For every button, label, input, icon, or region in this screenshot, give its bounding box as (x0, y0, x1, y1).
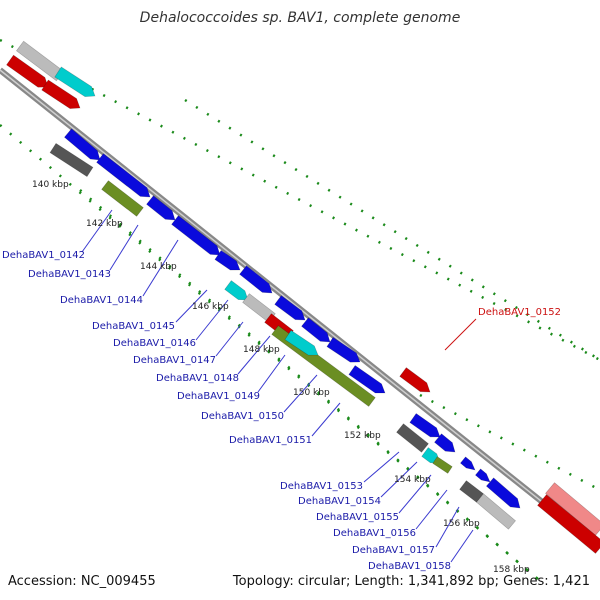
gene-feature-17 (301, 317, 331, 343)
gene-label-13[interactable]: DehaBAV1_0155 (316, 512, 399, 523)
tick-label-5: 150 kbp (293, 388, 330, 398)
backbone-highlight (0, 69, 600, 549)
gene-feature-7 (101, 180, 144, 217)
gene-feature-18 (284, 330, 319, 356)
gene-feature-29 (459, 480, 484, 503)
dotted-line-1 (0, 124, 546, 586)
tick-label-0: 140 kbp (32, 180, 69, 190)
genome-backbone (0, 67, 600, 551)
gene-label-7[interactable]: DehaBAV1_0149 (177, 391, 260, 402)
gene-label-8[interactable]: DehaBAV1_0150 (201, 411, 284, 422)
gene-feature-32 (545, 482, 600, 536)
tick-label-9: 158 kbp (493, 565, 530, 575)
gene-feature-27 (460, 456, 476, 471)
kbp-tick-labels: 140 kbp 142 kbp 144 kbp 146 kbp 148 kbp 150 k… (32, 180, 530, 575)
gene-feature-20 (348, 365, 386, 394)
gene-label-1[interactable]: DehaBAV1_0143 (28, 269, 111, 280)
gene-feature-4 (64, 128, 101, 161)
tick-label-8: 156 kbp (443, 519, 480, 529)
dotted-guide-lines (0, 38, 600, 586)
gene-label-10[interactable]: DehaBAV1_0152 (478, 307, 561, 318)
dotted-line-0 (0, 38, 600, 362)
leader-line-11 (363, 451, 400, 483)
gene-feature-24 (434, 433, 456, 453)
gene-label-14[interactable]: DehaBAV1_0156 (333, 528, 416, 539)
gene-feature-2 (6, 54, 49, 88)
leader-line-0 (81, 209, 113, 253)
leader-line-13 (398, 474, 432, 514)
tick-label-7: 154 kbp (394, 475, 431, 485)
topology-summary: Topology: circular; Length: 1,341,892 bp… (232, 574, 590, 589)
leader-line-2 (142, 239, 179, 297)
gene-feature-26 (432, 456, 453, 474)
dotted-line-3 (419, 393, 600, 492)
map-title: Dehalococcoides sp. BAV1, complete genom… (139, 10, 461, 26)
tick-label-3: 146 kbp (192, 302, 229, 312)
gene-label-5[interactable]: DehaBAV1_0147 (133, 355, 216, 366)
leader-line-14 (415, 489, 448, 530)
gene-label-15[interactable]: DehaBAV1_0157 (352, 545, 435, 556)
gene-labels: DehaBAV1_0142DehaBAV1_0143DehaBAV1_0144D… (2, 250, 561, 572)
gene-feature-23 (396, 423, 429, 453)
gene-feature-10 (214, 250, 241, 271)
leader-line-4 (195, 299, 229, 341)
gene-feature-9 (171, 215, 221, 256)
leader-line-15 (435, 506, 460, 548)
gene-label-4[interactable]: DehaBAV1_0146 (113, 338, 196, 349)
gene-feature-31 (476, 493, 516, 530)
leader-line-9 (311, 402, 341, 437)
gene-label-0[interactable]: DehaBAV1_0142 (2, 250, 85, 261)
gene-feature-12 (224, 280, 249, 301)
leader-line-10 (444, 318, 477, 351)
leader-line-8 (283, 374, 318, 413)
gene-label-9[interactable]: DehaBAV1_0151 (229, 435, 312, 446)
gene-feature-19 (326, 337, 361, 363)
tick-label-1: 142 kbp (86, 219, 123, 229)
dotted-line-4 (79, 189, 546, 586)
label-leader-lines (81, 209, 477, 563)
gene-feature-8 (146, 195, 176, 221)
tick-label-6: 152 kbp (344, 431, 381, 441)
gene-label-3[interactable]: DehaBAV1_0145 (92, 321, 175, 332)
gene-feature-13 (242, 293, 276, 323)
leader-line-3 (175, 289, 208, 323)
gene-feature-21 (399, 367, 431, 393)
gene-feature-22 (409, 413, 441, 438)
gene-label-6[interactable]: DehaBAV1_0148 (156, 373, 239, 384)
gene-feature-11 (239, 265, 273, 294)
leader-line-12 (380, 461, 418, 498)
gene-feature-5 (96, 153, 151, 198)
tick-label-2: 144 kbp (140, 262, 177, 272)
gene-feature-6 (49, 142, 94, 178)
gene-features (6, 40, 600, 554)
gene-label-12[interactable]: DehaBAV1_0154 (298, 496, 381, 507)
leader-line-6 (237, 335, 271, 375)
leader-line-5 (215, 321, 244, 357)
leader-line-7 (257, 354, 286, 393)
leader-line-16 (450, 529, 474, 563)
gene-feature-1 (54, 66, 96, 97)
gene-feature-16 (274, 295, 306, 321)
accession-text: Accession: NC_009455 (8, 574, 156, 589)
leader-line-1 (109, 224, 139, 271)
gene-feature-33 (537, 494, 600, 554)
gene-label-16[interactable]: DehaBAV1_0158 (368, 561, 451, 572)
gene-feature-28 (475, 468, 491, 483)
gene-label-11[interactable]: DehaBAV1_0153 (280, 481, 363, 492)
tick-label-4: 148 kbp (243, 345, 280, 355)
dotted-line-2 (184, 98, 600, 362)
gene-label-2[interactable]: DehaBAV1_0144 (60, 295, 143, 306)
gene-feature-3 (41, 79, 81, 109)
gene-feature-30 (485, 477, 521, 509)
